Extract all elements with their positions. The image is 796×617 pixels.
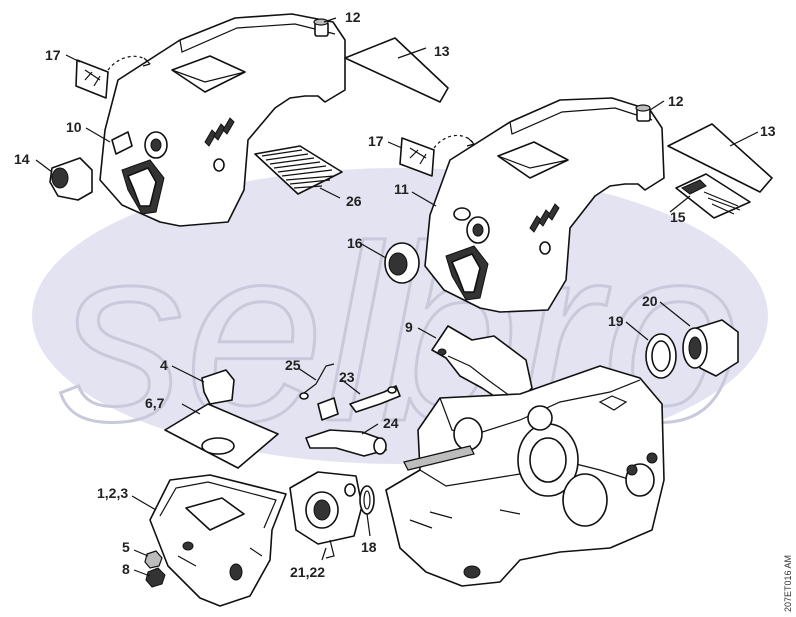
pad-13-top — [344, 37, 449, 103]
filter-plate-6-7 — [164, 403, 279, 469]
label-26: 26 — [346, 193, 362, 209]
label-17-right: 17 — [368, 133, 384, 149]
label-13-right: 13 — [760, 123, 776, 139]
label-25: 25 — [285, 357, 301, 373]
label-4: 4 — [160, 357, 168, 373]
pad-13-right — [667, 123, 773, 193]
label-12-right: 12 — [668, 93, 684, 109]
filter-26 — [254, 145, 343, 195]
label-21-22: 21,22 — [290, 564, 325, 580]
label-14: 14 — [14, 151, 30, 167]
ring-18 — [359, 485, 375, 515]
pad-4 — [201, 369, 235, 405]
label-1-2-3: 1,2,3 — [97, 485, 128, 501]
label-10: 10 — [66, 119, 82, 135]
nut-8 — [145, 567, 166, 588]
crankcase — [385, 365, 665, 587]
label-17-left: 17 — [45, 47, 61, 63]
screw-12-top — [313, 18, 329, 37]
label-9: 9 — [405, 319, 413, 335]
filter-box-1-2-3 — [149, 474, 287, 607]
label-8: 8 — [122, 561, 130, 577]
label-5: 5 — [122, 539, 130, 555]
filter-15 — [675, 173, 751, 219]
label-20: 20 — [642, 293, 658, 309]
shroud-10 — [99, 13, 346, 227]
label-12-top: 12 — [345, 9, 361, 25]
label-11: 11 — [394, 181, 409, 197]
drawing-code: 207ET016 AM — [783, 555, 793, 612]
screw-12-right — [635, 104, 651, 122]
rod-25 — [299, 363, 335, 400]
shaft-24 — [305, 397, 387, 457]
label-15: 15 — [670, 209, 686, 225]
cap-14 — [49, 157, 93, 201]
ring-19 — [645, 333, 677, 379]
flange-20 — [682, 319, 739, 377]
shroud-11 — [424, 97, 665, 313]
carburetor-21-22 — [289, 471, 363, 559]
part-labels: 12 13 17 10 14 26 12 13 17 11 15 16 20 1… — [14, 9, 776, 580]
label-19: 19 — [608, 313, 624, 329]
label-24: 24 — [383, 415, 399, 431]
label-16: 16 — [347, 235, 363, 251]
decal-17-right — [399, 134, 475, 177]
cap-16 — [384, 242, 420, 284]
leader-lines — [35, 17, 759, 577]
label-6-7: 6,7 — [145, 395, 165, 411]
decal-17-left — [75, 55, 151, 99]
label-13-top: 13 — [434, 43, 450, 59]
label-23: 23 — [339, 369, 355, 385]
label-18: 18 — [361, 539, 377, 555]
nut-5 — [144, 550, 163, 569]
lever-23 — [349, 385, 401, 413]
